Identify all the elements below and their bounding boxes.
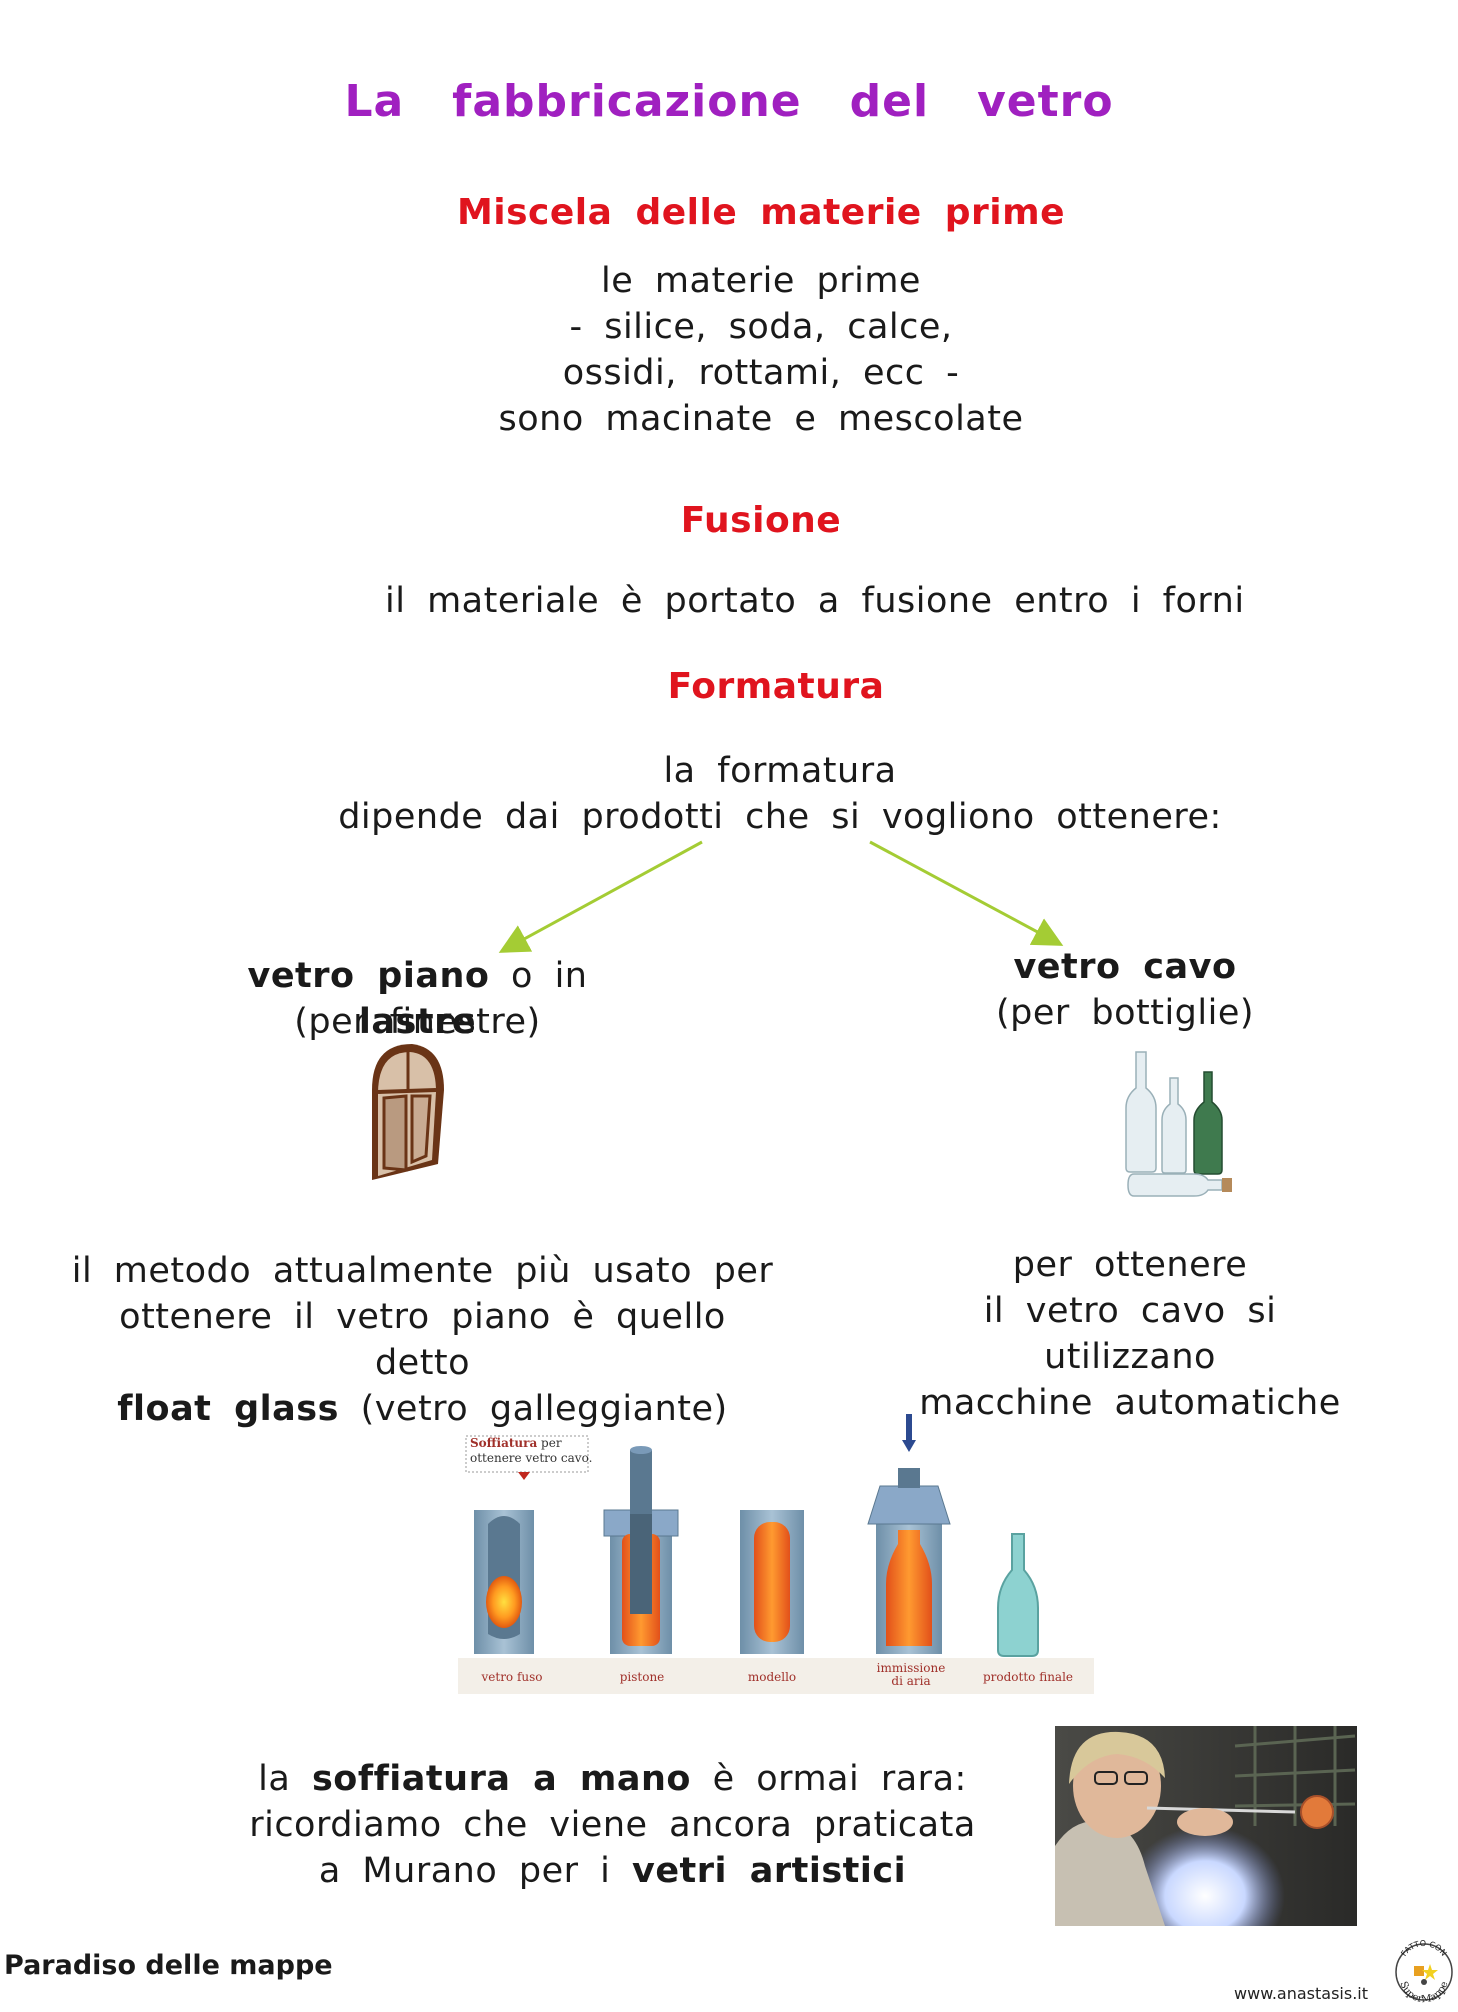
right-branch-title: vetro cavo xyxy=(980,944,1270,990)
text-line: ossidi, rottami, ecc - xyxy=(562,353,960,393)
text-line: per ottenere xyxy=(1012,1245,1248,1285)
text-line: la formatura xyxy=(663,751,897,791)
title-word: vetro xyxy=(977,76,1114,127)
callout-rest: per xyxy=(537,1436,562,1450)
section-heading-fusione: Fusione xyxy=(680,500,842,541)
section-body-miscela: le materie prime - silice, soda, calce, … xyxy=(0,258,1458,442)
arrow-left xyxy=(498,840,703,953)
section-heading-miscela: Miscela delle materie prime xyxy=(456,192,1066,233)
title-word: La xyxy=(344,76,405,127)
text-line: le materie prime xyxy=(601,261,921,301)
text-line: il vetro cavo si utilizzano xyxy=(983,1291,1277,1377)
title-bold: vetro cavo xyxy=(1013,947,1237,987)
text-line: ottenere vetro cavo. xyxy=(470,1451,593,1465)
text-line: la soffiatura a mano è ormai rara: xyxy=(240,1756,985,1802)
text-line: - silice, soda, calce, xyxy=(569,307,953,347)
text-span: la xyxy=(258,1759,312,1799)
arrow-right xyxy=(869,840,1064,946)
text-line: il metodo attualmente più usato per xyxy=(71,1251,774,1291)
diagram-label: di aria xyxy=(891,1674,931,1688)
diagram-label: modello xyxy=(747,1670,797,1684)
footer-brand: Paradiso delle mappe xyxy=(4,1950,333,1981)
section-body-fusione: il materiale è portato a fusione entro i… xyxy=(385,581,1245,621)
diagram-label: prodotto finale xyxy=(982,1670,1074,1684)
text-line: dipende dai prodotti che si vogliono ott… xyxy=(338,797,1222,837)
text-line: sono macinate e mescolate xyxy=(498,399,1024,439)
title-normal: o in xyxy=(489,956,588,996)
right-branch-subtitle: (per bottiglie) xyxy=(995,993,1255,1033)
left-branch-description: il metodo attualmente più usato per otte… xyxy=(65,1248,780,1432)
footer-url: www.anastasis.it xyxy=(1234,1984,1368,2003)
diagram-label-stack: immissione di aria xyxy=(868,1662,954,1688)
text-line: ricordiamo che viene ancora praticata xyxy=(249,1805,976,1845)
diagram-label: immissione xyxy=(876,1661,946,1675)
hand-blowing-text: la soffiatura a mano è ormai rara: ricor… xyxy=(240,1756,985,1894)
bottles-icon xyxy=(1125,1051,1232,1197)
branch-arrows xyxy=(498,840,1064,953)
text-line: float glass (vetro galleggiante) xyxy=(65,1386,780,1432)
supermappe-badge-icon: FATTO CON SuperMappe xyxy=(1395,1939,1453,2004)
text-span: a Murano per i xyxy=(318,1851,632,1891)
callout-bold: Soffiatura xyxy=(470,1436,538,1450)
text-span: (vetro galleggiante) xyxy=(338,1389,728,1429)
glass-blowing-diagram: Soffiatura per ottenere vetro cavo. vetr… xyxy=(458,1414,1094,1694)
left-branch-subtitle: (per finestre) xyxy=(294,1002,541,1042)
diagram-label: vetro fuso xyxy=(481,1670,543,1684)
title-bold: lastre xyxy=(358,1002,477,1042)
diagram-graphic xyxy=(458,1414,1094,1694)
text-bold: soffiatura a mano xyxy=(311,1759,691,1799)
text-line: ottenere il vetro piano è quello detto xyxy=(119,1297,726,1383)
text-bold: vetri artistici xyxy=(632,1851,907,1891)
page-title: La fabbricazione del vetro xyxy=(0,76,1458,127)
diagram-callout: Soffiatura per ottenere vetro cavo. xyxy=(470,1436,592,1466)
text-line: a Murano per i vetri artistici xyxy=(240,1848,985,1894)
float-glass-label: float glass xyxy=(117,1389,339,1429)
text-line: macchine automatiche xyxy=(919,1383,1341,1423)
glassblower-photo xyxy=(1055,1726,1357,1926)
window-icon xyxy=(372,1044,444,1180)
title-word: fabbricazione xyxy=(452,76,802,127)
section-body-formatura: la formatura dipende dai prodotti che si… xyxy=(0,748,1458,840)
diagram-label: pistone xyxy=(619,1670,665,1684)
title-bold: vetro piano xyxy=(247,956,490,996)
section-heading-formatura: Formatura xyxy=(667,666,885,707)
right-branch-description: per ottenere il vetro cavo si utilizzano… xyxy=(890,1242,1370,1426)
left-branch-title: vetro piano o in lastre xyxy=(185,953,650,1045)
text-span: è ormai rara: xyxy=(690,1759,967,1799)
text-line: Soffiatura per xyxy=(470,1436,592,1451)
title-word: del xyxy=(849,76,930,127)
